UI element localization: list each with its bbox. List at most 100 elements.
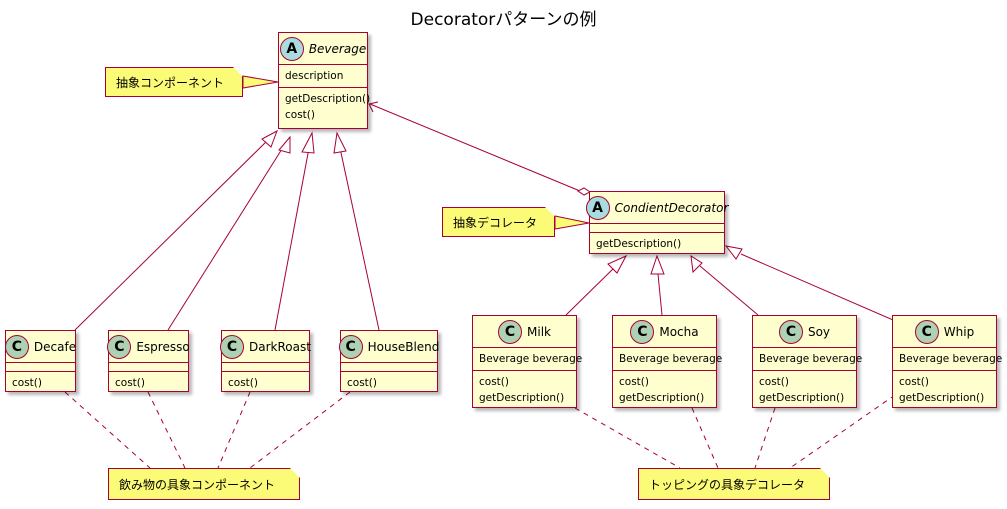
note-link-mocha [691,407,719,469]
class-name: DarkRoast [249,339,311,354]
fields-section [109,363,188,372]
class-header: C Espresso [107,331,190,363]
class-name: Whip [943,324,975,339]
class-house-blend[interactable]: C HouseBlend cost() [338,330,440,392]
field: Beverage beverage [899,353,1003,365]
field: description [285,70,344,82]
class-condiment-decorator[interactable]: A CondientDecorator getDescription() [585,191,728,254]
class-name: Milk [527,324,551,339]
class-header: C Milk [473,316,576,348]
class-header: A Beverage [279,33,367,65]
class-badge-icon: C [338,334,363,359]
class-name: Soy [807,324,831,339]
gen-arrow-darkroast [301,131,315,154]
note-link-darkroast [217,391,251,469]
class-badge-icon: C [630,319,655,344]
methods-section: cost() [6,372,75,394]
class-milk[interactable]: C Milk Beverage beverage cost() getDescr… [472,315,583,409]
class-dark-roast[interactable]: C DarkRoast cost() [220,330,311,394]
gen-arrow-whip [724,245,743,260]
fields-section: description [279,65,367,88]
note-link-milk [574,407,681,469]
edge-decafe-beverage [74,136,272,331]
fields-section: Beverage beverage [473,348,583,371]
method: cost() [228,377,258,389]
class-beverage[interactable]: A Beverage description getDescription() … [278,32,370,129]
methods-section: cost() getDescription() [893,371,996,409]
field: Beverage beverage [479,353,583,365]
note-pointer-component [242,75,279,89]
class-name: Mocha [659,324,699,339]
class-header: C Decafe [4,331,77,363]
note-link-decafe [64,391,151,469]
methods-section: cost() [109,372,188,394]
edge-darkroast-beverage [274,147,310,331]
class-decafe[interactable]: C Decafe cost() [4,330,77,394]
class-badge-icon: C [220,334,245,359]
gen-arrow-soy [690,255,703,274]
field: Beverage beverage [619,353,723,365]
fields-section: Beverage beverage [753,348,863,371]
fields-section [222,363,309,372]
abstract-class-badge-icon: A [585,195,610,220]
class-badge-icon: C [107,334,132,359]
method: getDescription() [596,238,682,250]
diagram-title: Decoratorパターンの例 [410,10,597,30]
edge-mocha-decorator [657,273,663,316]
note-abstract-component: 抽象コンポーネント [105,67,243,97]
fields-section: Beverage beverage [893,348,1003,371]
edge-whip-decorator [740,253,894,321]
gen-arrow-espresso [278,135,291,154]
field: Beverage beverage [759,353,863,365]
class-mocha[interactable]: C Mocha Beverage beverage cost() getDesc… [612,315,723,408]
class-soy[interactable]: C Soy Beverage beverage cost() getDescri… [752,315,863,408]
class-name: CondientDecorator [614,200,729,215]
edge-decorator-beverage [369,103,581,192]
fields-section [341,363,437,372]
class-badge-icon: C [4,334,29,359]
fields-section: Beverage beverage [613,348,723,371]
note-concrete-decorators: トッピングの具象デコレータ [638,468,830,500]
method: getDescription() [899,392,985,404]
aggregation-diamond [577,187,591,196]
class-header: C Soy [753,316,856,348]
method: cost() [285,109,315,121]
class-espresso[interactable]: C Espresso cost() [107,330,190,394]
methods-section: cost() [222,372,309,394]
method: getDescription() [479,392,565,404]
note-link-soy [754,407,776,469]
note-link-houseblend [249,391,351,469]
class-name: Decafe [33,339,77,354]
methods-section: getDescription() cost() [279,88,370,126]
class-header: C Mocha [613,316,716,348]
note-link-whip [789,394,896,469]
class-header: C Whip [893,316,996,348]
class-header: A CondientDecorator [585,192,728,224]
note-abstract-decorator: 抽象デコレータ [442,207,555,237]
association-arrow-head [368,101,379,113]
edge-houseblend-beverage [339,147,380,331]
class-name: Espresso [136,339,190,354]
method: cost() [12,377,42,389]
note-pointer-decorator [554,215,590,230]
class-whip[interactable]: C Whip Beverage beverage cost() getDescr… [892,315,1003,409]
method: cost() [115,377,145,389]
method: getDescription() [619,392,705,404]
note-link-espresso [147,391,186,469]
method: cost() [479,376,509,388]
method: cost() [899,376,929,388]
method: getDescription() [759,392,845,404]
abstract-class-badge-icon: A [279,36,304,61]
methods-section: cost() getDescription() [473,371,576,409]
edge-espresso-beverage [167,140,288,331]
method: cost() [347,377,377,389]
class-header: C DarkRoast [220,331,311,363]
note-concrete-components: 飲み物の具象コンポーネント [108,468,300,500]
method: cost() [759,376,789,388]
gen-arrow-mocha [650,254,665,275]
gen-arrow-milk [607,254,628,274]
edge-milk-decorator [565,265,617,316]
class-name: HouseBlend [367,339,440,354]
